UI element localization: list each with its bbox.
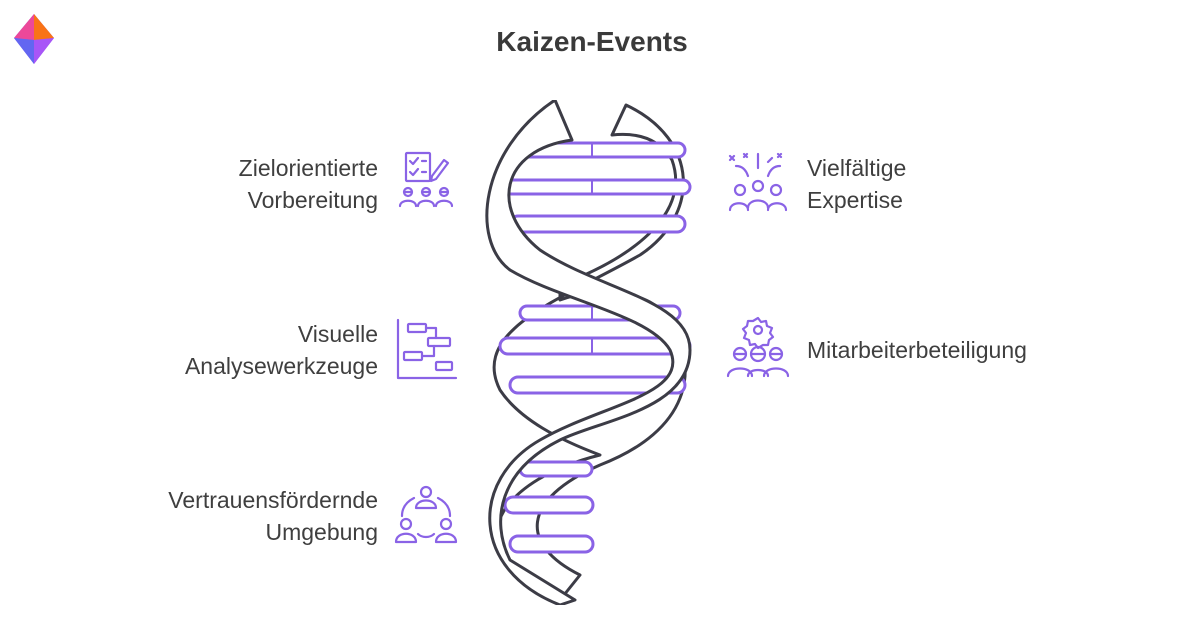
connected-people-icon <box>394 484 458 548</box>
label-visuelle-analysewerkzeuge: Visuelle Analysewerkzeuge <box>184 321 378 379</box>
label-zielorientierte-vorbereitung: Zielorientierte Vorbereitung <box>238 155 378 213</box>
label-vertrauensfoerdernde-umgebung: Vertrauensfördernde Umgebung <box>168 487 378 545</box>
dna-helix-graphic <box>485 100 692 605</box>
team-celebration-icon <box>726 150 790 214</box>
label-mitarbeiterbeteiligung: Mitarbeiterbeteiligung <box>807 337 1027 363</box>
brand-logo-icon <box>14 14 54 64</box>
label-vielfaeltige-expertise: Vielfältige Expertise <box>807 155 907 213</box>
flowchart-icon <box>394 318 458 382</box>
gear-team-icon <box>726 316 790 380</box>
checklist-team-icon <box>394 150 458 214</box>
page-title: Kaizen-Events <box>496 26 688 57</box>
